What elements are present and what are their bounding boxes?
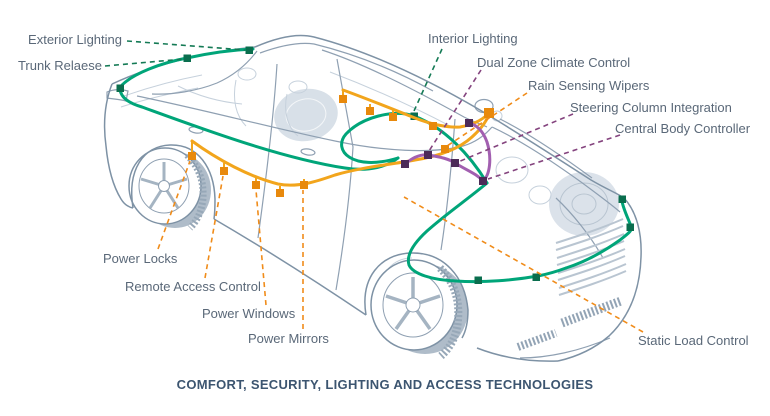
label-steering-column-integration: Steering Column Integration [570, 100, 732, 115]
node-orange [276, 189, 284, 197]
node-purple [401, 160, 409, 168]
orange-wire-main [190, 112, 491, 187]
label-trunk-release: Trunk Relaese [17, 58, 102, 73]
node-cowl-junction [484, 108, 494, 118]
front-grille [516, 218, 627, 351]
diagram-caption: COMFORT, SECURITY, LIGHTING AND ACCESS T… [176, 377, 594, 392]
far-front-wheel-hub [571, 193, 597, 215]
front-wheel [370, 259, 468, 359]
purple-leader-lines [428, 69, 621, 180]
front-hub [405, 297, 421, 313]
leader-exterior-lighting [126, 40, 246, 51]
purple-nodes [401, 119, 487, 185]
door-handle [300, 148, 316, 156]
rear-hub [158, 180, 170, 192]
engine-detail [495, 156, 529, 184]
air-dam-lower [516, 329, 558, 351]
node-dual-zone-climate [424, 151, 432, 159]
label-power-locks: Power Locks [103, 251, 178, 266]
far-front-wheel [549, 172, 619, 236]
engine-detail [528, 185, 552, 205]
rear-bench [177, 85, 243, 105]
headrest [288, 80, 308, 94]
rear-rim [138, 158, 190, 214]
front-door-cut [440, 118, 456, 251]
far-rear-wheel-rim [285, 98, 327, 132]
orange-harness-wire [190, 88, 491, 187]
leader-steering-column [457, 113, 574, 163]
trunk-line [120, 87, 199, 108]
node-green [626, 223, 634, 231]
leader-power-windows [255, 189, 267, 306]
nose-outline [557, 197, 642, 362]
orange-leader-lines [157, 92, 644, 333]
trunk-line [123, 74, 203, 97]
node-exterior-lighting [245, 46, 253, 54]
label-power-windows: Power Windows [202, 306, 296, 321]
seat-back [285, 93, 299, 137]
headrest [237, 67, 257, 81]
node-central-body-controller [479, 177, 487, 185]
beltline [136, 95, 493, 152]
node-trunk-release [183, 54, 191, 62]
label-power-mirrors: Power Mirrors [248, 331, 329, 346]
leader-power-locks [157, 160, 191, 250]
front-wheel-arch [364, 252, 469, 339]
node-green [618, 195, 626, 203]
label-remote-access-control: Remote Access Control [125, 279, 261, 294]
front-tread [437, 265, 463, 359]
leader-trunk-release [104, 58, 185, 67]
node-static-load [532, 273, 540, 281]
node-orange [366, 107, 374, 115]
car-interior-details [120, 67, 552, 301]
leader-interior-lighting [413, 48, 443, 112]
rear-wheel-arch [131, 144, 216, 220]
label-central-body-controller: Central Body Controller [615, 121, 751, 136]
air-dam [560, 296, 623, 328]
node-power-locks [188, 152, 196, 160]
label-static-load-control: Static Load Control [638, 333, 749, 348]
label-rain-sensing-wipers: Rain Sensing Wipers [528, 78, 650, 93]
green-wire-roof [120, 47, 255, 87]
label-exterior-lighting: Exterior Lighting [28, 32, 122, 47]
rear-edge [103, 83, 134, 209]
seat-back [233, 79, 247, 127]
green-wire-front [564, 199, 633, 270]
far-front-wheel-rim [559, 182, 609, 226]
hood-crease [499, 118, 593, 179]
node-orange [429, 122, 437, 130]
orange-nodes [188, 95, 494, 197]
leader-static-load [403, 196, 644, 333]
rear-door-cut [257, 63, 278, 239]
front-rim [382, 272, 444, 338]
green-leader-lines [104, 40, 443, 112]
node-power-mirrors [300, 181, 308, 189]
rear-tread [184, 152, 207, 231]
node-steering-column [451, 159, 459, 167]
node-orange [339, 95, 347, 103]
leader-dual-zone [428, 69, 482, 152]
node-purple [465, 119, 473, 127]
leader-rain-sensing [446, 92, 528, 147]
far-side-wheels [274, 88, 619, 236]
node-green [474, 276, 482, 284]
a-pillar [321, 49, 488, 128]
rear-wheel [128, 147, 211, 231]
roofline [254, 34, 625, 199]
node-orange [389, 113, 397, 121]
hood-crease [491, 126, 621, 213]
front-bumper-bottom [476, 347, 559, 362]
rocker-line [213, 218, 367, 316]
label-dual-zone-climate-control: Dual Zone Climate Control [477, 55, 631, 70]
node-power-windows [252, 181, 260, 189]
label-interior-lighting: Interior Lighting [428, 31, 518, 46]
c-pillar [151, 50, 258, 95]
node-remote-access [220, 167, 228, 175]
roof-inner-line [259, 42, 434, 92]
node-green [116, 84, 124, 92]
node-rain-sensing-wipers [441, 145, 449, 153]
far-rear-wheel [274, 88, 338, 142]
far-door-line [329, 71, 451, 127]
